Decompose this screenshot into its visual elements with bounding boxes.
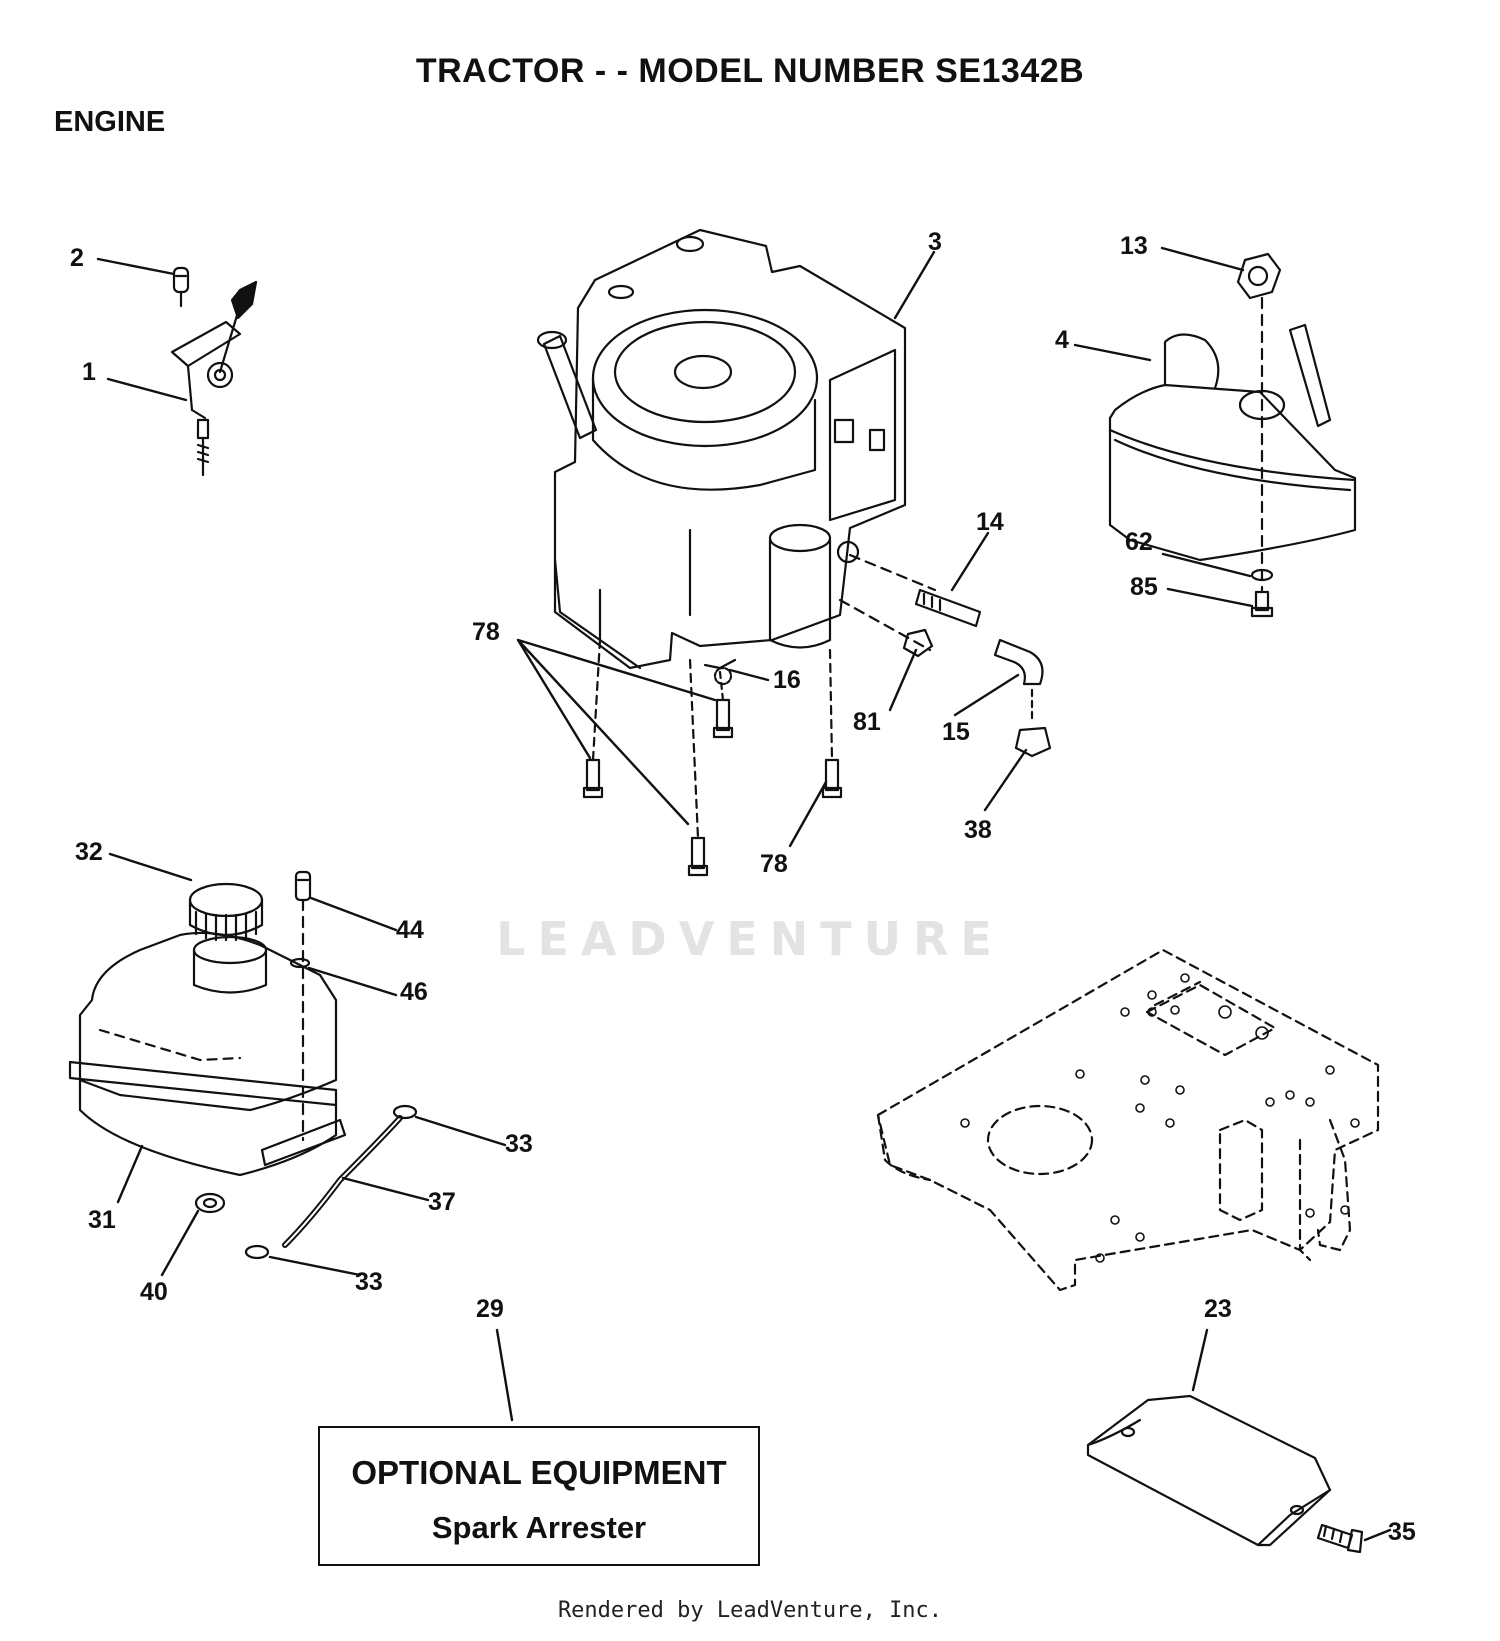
exhaust-pipe-drawing xyxy=(838,553,1052,758)
callout-46: 46 xyxy=(400,978,428,1006)
callout-78-right: 78 xyxy=(760,850,788,878)
callout-1: 1 xyxy=(82,358,96,386)
callout-16: 16 xyxy=(773,666,801,694)
leader-lines xyxy=(96,246,1392,1542)
callout-78-left: 78 xyxy=(472,618,500,646)
callout-4: 4 xyxy=(1055,326,1069,354)
muffler-drawing xyxy=(1108,252,1357,618)
optional-equipment-heading: OPTIONAL EQUIPMENT xyxy=(351,1454,727,1491)
fuel-line-drawing xyxy=(244,1104,418,1260)
callout-62: 62 xyxy=(1125,528,1153,556)
render-credit: Rendered by LeadVenture, Inc. xyxy=(557,1598,943,1623)
fuel-tank-drawing xyxy=(68,870,347,1214)
callout-33-lower: 33 xyxy=(355,1268,383,1296)
callout-2: 2 xyxy=(70,244,84,272)
section-title: ENGINE xyxy=(54,106,166,138)
engine-drawing xyxy=(536,228,907,670)
callout-44: 44 xyxy=(396,916,424,944)
callout-81: 81 xyxy=(853,708,881,736)
callout-15: 15 xyxy=(942,718,970,746)
engine-bolts-drawing xyxy=(582,638,843,877)
callout-33-upper: 33 xyxy=(505,1130,533,1158)
heat-shield-drawing xyxy=(1086,1394,1364,1554)
callout-29: 29 xyxy=(476,1295,504,1323)
callout-13: 13 xyxy=(1120,232,1148,260)
callout-85: 85 xyxy=(1130,573,1158,601)
callout-40: 40 xyxy=(140,1278,168,1306)
watermark-text: LEADVENTURE xyxy=(496,912,1004,966)
callout-35: 35 xyxy=(1388,1518,1416,1546)
callout-37: 37 xyxy=(428,1188,456,1216)
callout-3: 3 xyxy=(928,228,942,256)
frame-holes xyxy=(960,973,1360,1263)
callout-31: 31 xyxy=(88,1206,116,1234)
callout-14: 14 xyxy=(976,508,1004,536)
throttle-control-drawing xyxy=(170,266,258,477)
page-title: TRACTOR - - MODEL NUMBER SE1342B xyxy=(415,52,1085,90)
frame-drawing xyxy=(876,948,1380,1292)
optional-equipment-box: OPTIONAL EQUIPMENT Spark Arrester xyxy=(318,1426,760,1566)
callout-23: 23 xyxy=(1204,1295,1232,1323)
callout-38: 38 xyxy=(964,816,992,844)
callout-labels: 2 1 3 13 4 14 62 85 78 16 81 15 38 78 32… xyxy=(70,228,1416,1546)
callout-32: 32 xyxy=(75,838,103,866)
optional-equipment-item: Spark Arrester xyxy=(431,1510,647,1545)
